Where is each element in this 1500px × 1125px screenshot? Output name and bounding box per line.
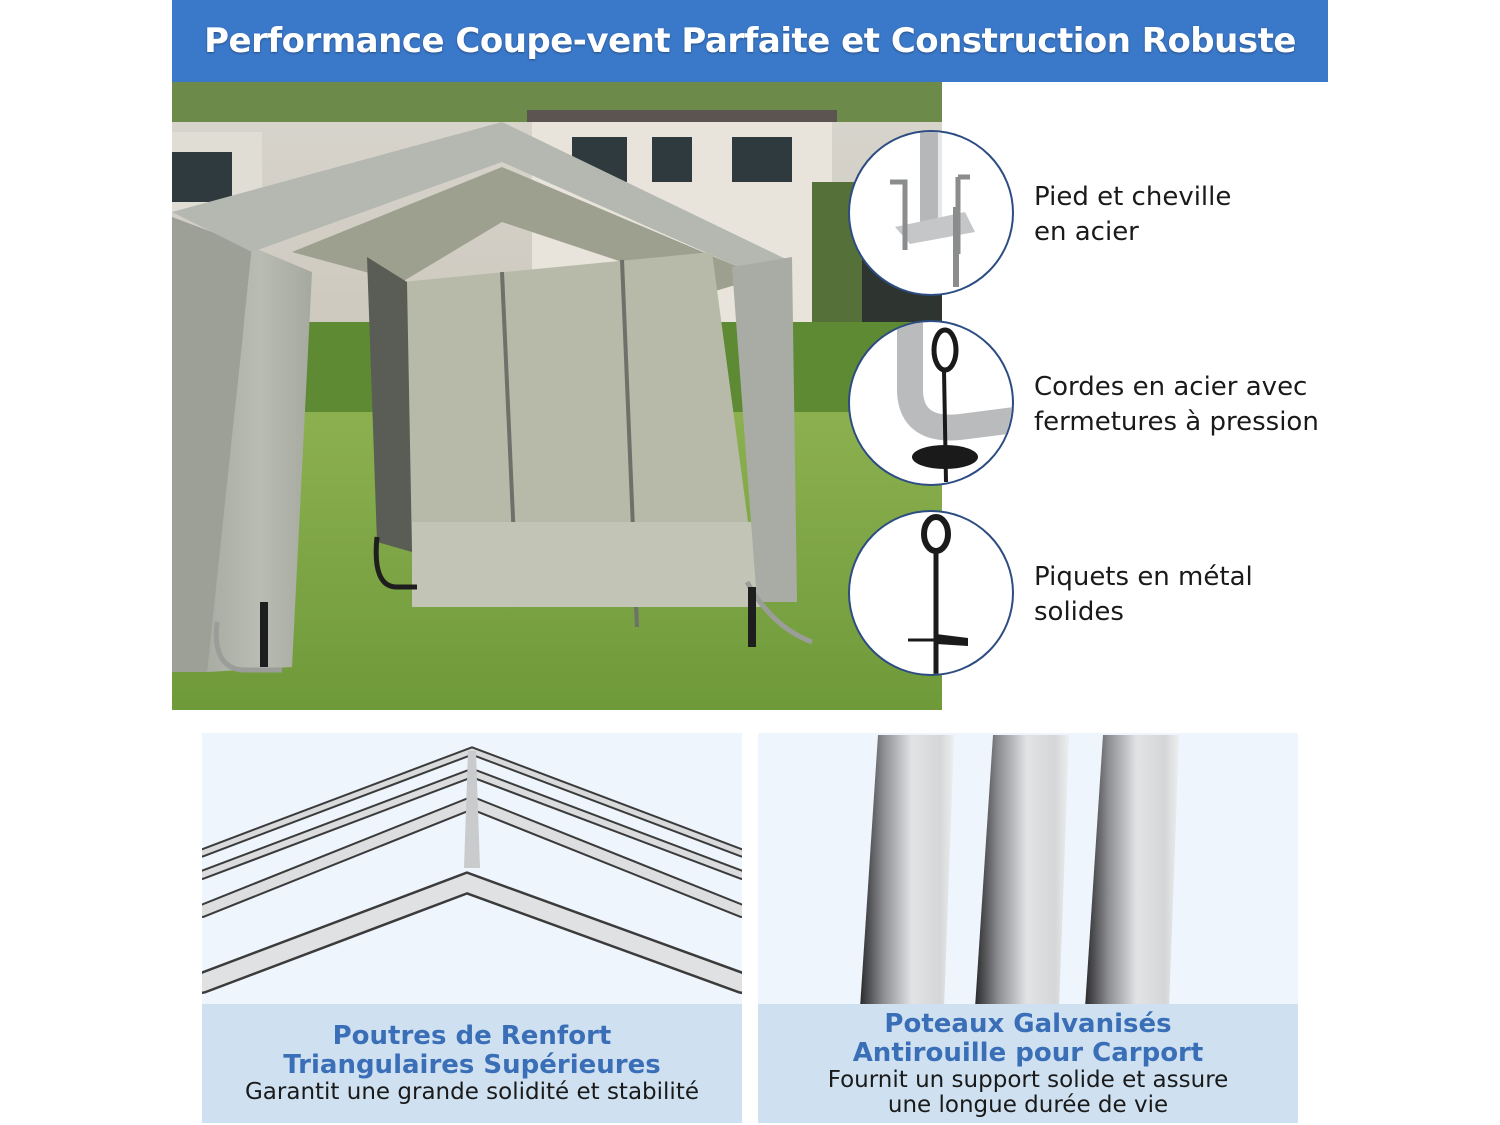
- panel-subtext: une longue durée de vie: [887, 1091, 1169, 1118]
- carport-photo: [172, 82, 942, 710]
- feature-label: Cordes en acier avec fermetures à pressi…: [1034, 372, 1319, 437]
- panel-caption: Poteaux Galvanisés Antirouille pour Carp…: [758, 1004, 1298, 1123]
- steel-rope-snap-icon: [848, 320, 1014, 486]
- feature-steel-foot-peg: Pied et cheville en acier: [848, 130, 1318, 300]
- panel-heading-line: Poteaux Galvanisés: [884, 1008, 1172, 1039]
- header-banner: Performance Coupe-vent Parfaite et Const…: [172, 0, 1328, 82]
- carport-tent-illustration: [172, 82, 942, 710]
- page-title: Performance Coupe-vent Parfaite et Const…: [204, 21, 1296, 61]
- panel-subtext: Fournit un support solide et assure: [827, 1066, 1229, 1093]
- feature-metal-stake: Piquets en métal solides: [848, 510, 1318, 680]
- panel-caption: Poutres de Renfort Triangulaires Supérie…: [202, 1004, 742, 1123]
- galvanized-poles-image: [860, 735, 1179, 1008]
- panel-subtext: Garantit une grande solidité et stabilit…: [244, 1079, 699, 1105]
- feature-steel-rope-snap: Cordes en acier avec fermetures à pressi…: [848, 320, 1319, 490]
- panel-galvanized-poles: Poteaux Galvanisés Antirouille pour Carp…: [758, 733, 1298, 1123]
- triangular-roof-beams-image: [202, 746, 742, 994]
- panel-heading-line: Poutres de Renfort: [332, 1021, 612, 1051]
- steel-foot-peg-icon: [848, 130, 1014, 296]
- panel-roof-beams: Poutres de Renfort Triangulaires Supérie…: [202, 733, 742, 1123]
- feature-label: Piquets en métal solides: [1034, 562, 1253, 627]
- metal-stake-icon: [848, 510, 1014, 676]
- panel-heading-line: Triangulaires Supérieures: [283, 1050, 661, 1080]
- feature-label: Pied et cheville en acier: [1034, 182, 1232, 247]
- panel-heading-line: Antirouille pour Carport: [852, 1037, 1204, 1068]
